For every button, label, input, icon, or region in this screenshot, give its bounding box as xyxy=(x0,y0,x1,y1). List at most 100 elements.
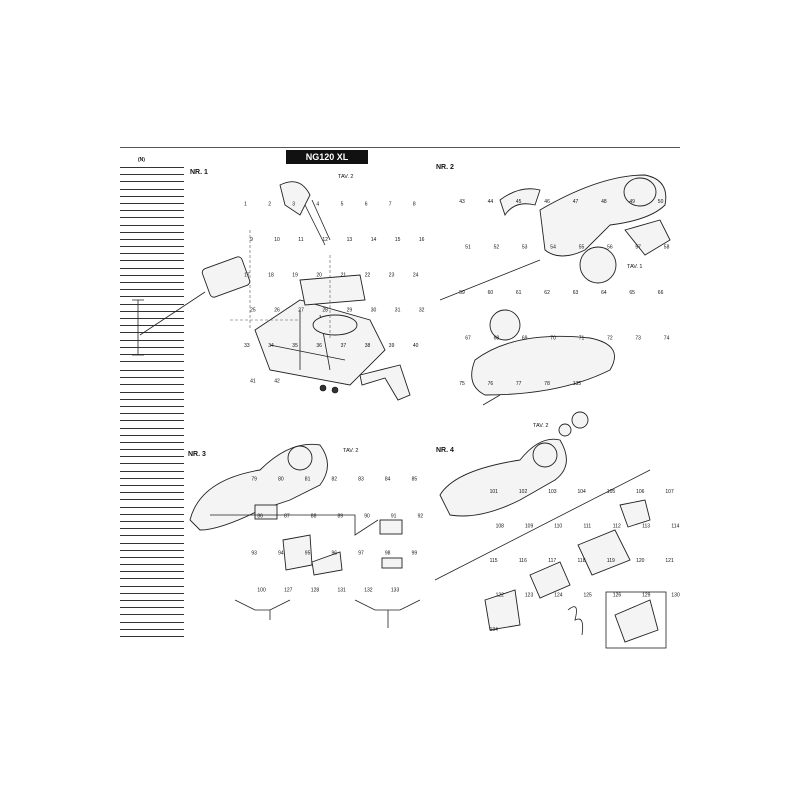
part-number-83: 83 xyxy=(358,477,364,483)
part-number-106: 106 xyxy=(636,489,645,495)
part-number-94: 94 xyxy=(278,551,284,557)
part-number-27: 27 xyxy=(298,308,304,314)
part-number-40: 40 xyxy=(413,343,419,349)
nr2-assembly xyxy=(439,174,671,406)
part-number-103: 103 xyxy=(548,489,557,495)
legend-line xyxy=(120,253,184,255)
legend-line xyxy=(120,167,184,168)
legend-line xyxy=(120,499,184,501)
part-number-67: 67 xyxy=(465,336,471,342)
legend-line xyxy=(120,528,184,530)
part-number-2: 2 xyxy=(268,202,271,208)
part-number-58: 58 xyxy=(664,244,670,250)
nr1-threaded-rod xyxy=(139,291,206,336)
legend-line xyxy=(120,246,184,248)
part-number-28: 28 xyxy=(322,308,328,314)
part-number-75: 75 xyxy=(459,381,465,387)
part-number-80: 80 xyxy=(278,477,284,483)
part-number-78: 78 xyxy=(544,381,550,387)
legend-line xyxy=(120,592,184,594)
nr3-bearing-block xyxy=(381,557,403,569)
part-number-79: 79 xyxy=(251,477,257,483)
part-number-13: 13 xyxy=(347,237,353,243)
legend-line xyxy=(120,492,184,494)
part-number-5: 5 xyxy=(341,202,344,208)
legend-line xyxy=(120,384,184,386)
legend-line xyxy=(120,310,184,312)
part-number-69: 69 xyxy=(522,336,528,342)
part-number-115: 115 xyxy=(490,558,498,564)
legend-line xyxy=(120,260,184,262)
model-badge: NG120 XL xyxy=(286,150,368,164)
part-number-86: 86 xyxy=(257,514,263,520)
nr4-detail-switch xyxy=(614,599,659,643)
legend-line xyxy=(120,535,184,537)
part-number-116: 116 xyxy=(519,558,527,564)
part-number-134: 134 xyxy=(490,627,499,633)
legend-line xyxy=(120,325,184,327)
nr2-shaft xyxy=(439,259,541,301)
part-number-33: 33 xyxy=(244,343,250,349)
part-number-72: 72 xyxy=(607,336,613,342)
part-number-132: 132 xyxy=(364,588,373,594)
part-number-20: 20 xyxy=(316,272,322,278)
part-number-63: 63 xyxy=(573,290,579,296)
legend-line xyxy=(120,353,184,355)
legend-line xyxy=(120,296,184,298)
nr3-guide-block-left xyxy=(254,504,278,520)
part-number-34: 34 xyxy=(268,343,274,349)
part-number-12: 12 xyxy=(322,237,328,243)
part-number-81: 81 xyxy=(305,477,311,483)
part-number-60: 60 xyxy=(488,290,494,296)
legend-line xyxy=(120,332,184,334)
part-number-57: 57 xyxy=(635,244,641,250)
nr4-gearbox-plate xyxy=(484,589,521,631)
nr1-vise-cylinder xyxy=(201,256,251,298)
part-number-124: 124 xyxy=(554,592,563,598)
legend-line xyxy=(120,585,184,587)
nr4-bearing-114 xyxy=(558,423,572,437)
legend-line xyxy=(120,485,184,486)
part-number-114: 114 xyxy=(671,524,679,530)
part-number-37: 37 xyxy=(341,343,347,349)
part-number-61: 61 xyxy=(516,290,522,296)
nr1-turntable xyxy=(312,314,358,336)
part-number-56: 56 xyxy=(607,244,613,250)
part-number-1: 1 xyxy=(244,202,247,208)
legend-line xyxy=(120,339,184,341)
nr2-screw xyxy=(482,394,501,406)
part-number-35: 35 xyxy=(292,343,298,349)
legend-line xyxy=(120,441,184,443)
part-number-128: 128 xyxy=(311,588,320,594)
part-number-22: 22 xyxy=(365,272,371,278)
part-number-11: 11 xyxy=(298,237,303,243)
part-number-14: 14 xyxy=(371,237,377,243)
section-title-nr2: NR. 2 xyxy=(436,164,454,171)
nr1-assembly xyxy=(132,181,411,401)
nr4-diagonal-axis xyxy=(434,469,651,581)
part-number-18: 18 xyxy=(268,272,274,278)
part-number-133: 133 xyxy=(391,588,400,594)
part-number-23: 23 xyxy=(389,272,395,278)
legend-line xyxy=(120,267,184,269)
part-number-131: 131 xyxy=(338,588,347,594)
part-number-123: 123 xyxy=(525,592,534,598)
nr3-assembly xyxy=(189,443,421,628)
legend-line xyxy=(120,202,184,204)
part-number-70: 70 xyxy=(550,336,556,342)
part-number-88: 88 xyxy=(311,514,317,520)
part-number-62: 62 xyxy=(544,290,550,296)
part-number-84: 84 xyxy=(385,477,391,483)
part-number-36: 36 xyxy=(316,343,322,349)
part-number-99: 99 xyxy=(412,551,418,557)
legend-line xyxy=(120,303,184,305)
part-number-42: 42 xyxy=(274,378,280,384)
nr1-lever xyxy=(359,364,411,401)
legend-line xyxy=(120,282,184,283)
cross-reference-nr2: TAV. 1 xyxy=(627,264,643,270)
nr1-guide-lines xyxy=(230,230,331,340)
cross-reference-nr4: TAV. 2 xyxy=(533,423,549,429)
part-number-45: 45 xyxy=(516,199,522,205)
section-title-nr1: NR. 1 xyxy=(190,169,208,176)
part-number-104: 104 xyxy=(578,489,587,495)
